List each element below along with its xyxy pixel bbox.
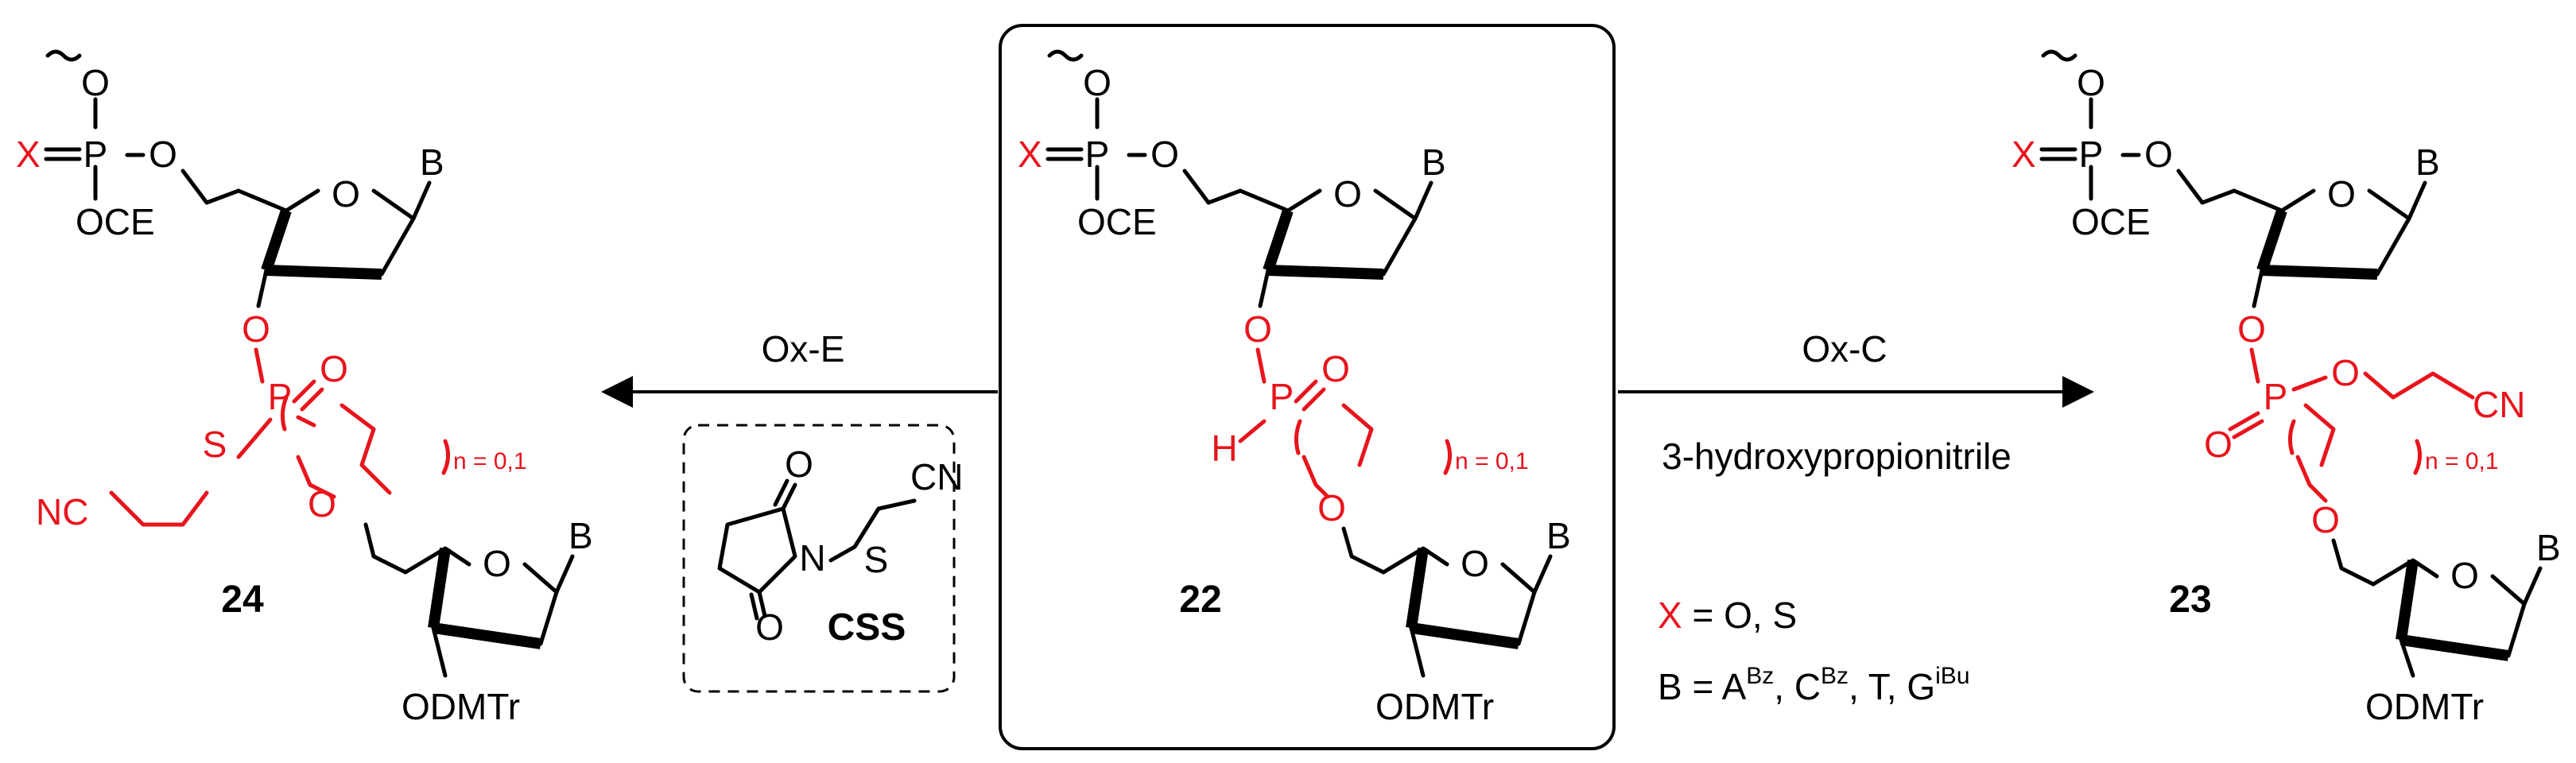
c24-nc: NC	[36, 491, 88, 533]
c23-b: B	[2415, 141, 2440, 183]
c22-o-top: O	[1083, 62, 1111, 103]
legend-b-part-3: , T, G	[1849, 666, 1935, 707]
c22-o-dbl: O	[1321, 348, 1350, 389]
c23-b2: B	[2536, 527, 2561, 568]
c23-x: X	[2012, 134, 2036, 175]
legend-x-line: X = O, S	[1658, 595, 1797, 636]
c23-o-link: O	[2311, 499, 2340, 540]
legend-b-part-2: , C	[1774, 666, 1821, 707]
c24-o3: O	[242, 308, 270, 350]
c23-o-dbl: O	[2204, 424, 2233, 465]
c23-o3: O	[2237, 308, 2266, 350]
c23-oce: OCE	[2071, 201, 2151, 242]
arrow-left-label: Ox-E	[762, 328, 845, 370]
c22-oce: OCE	[1077, 201, 1157, 242]
c22-p: P	[1085, 134, 1110, 175]
legend-x-text: = O, S	[1682, 595, 1797, 636]
c22-o-link: O	[1317, 487, 1346, 529]
c24-o-dbl: O	[320, 348, 348, 389]
c22-b: B	[1422, 141, 1446, 183]
legend-b-part-1: B = A	[1658, 666, 1747, 707]
c24-number: 24	[221, 579, 264, 621]
c24-o-bridge: O	[149, 134, 177, 175]
compound-24	[44, 49, 575, 678]
c22-b2: B	[1546, 515, 1571, 556]
c23-o-ester: O	[2331, 352, 2360, 393]
reagent-css-s: S	[864, 539, 889, 580]
c22-number: 22	[1179, 579, 1221, 621]
arrow-right-label: Ox-C	[1802, 328, 1887, 370]
compound-23	[2039, 49, 2543, 678]
c24-b: B	[420, 141, 444, 183]
reagent-css-structure	[717, 478, 917, 621]
c24-p-mid: P	[268, 376, 293, 417]
c23-p-mid: P	[2264, 376, 2288, 417]
c23-o-top: O	[2077, 62, 2105, 103]
c22-n-label: n = 0,1	[1455, 448, 1529, 474]
c23-cn: CN	[2473, 384, 2525, 425]
c22-h: H	[1211, 428, 1237, 469]
legend-x-symbol: X	[1658, 595, 1682, 636]
c24-s: S	[203, 424, 227, 465]
c24-o-ring: O	[332, 173, 360, 215]
c22-o-ring2: O	[1461, 543, 1489, 584]
reagent-css-name: CSS	[828, 606, 906, 649]
legend-b-sup-1: Bz	[1746, 663, 1774, 689]
c24-p: P	[83, 134, 108, 175]
reagent-css-cn: CN	[910, 456, 963, 498]
reagent-css-o2: O	[755, 606, 784, 648]
c22-p-mid: P	[1270, 376, 1294, 417]
reagent-css-box	[682, 424, 956, 693]
c22-odmtr: ODMTr	[1375, 686, 1494, 727]
c24-n-label: n = 0,1	[453, 448, 527, 474]
c23-odmtr: ODMTr	[2365, 686, 2484, 727]
c24-b2: B	[568, 515, 593, 556]
c24-oce: OCE	[76, 201, 155, 242]
c22-o3: O	[1243, 308, 1272, 350]
c22-x: X	[1018, 134, 1042, 175]
c24-x: X	[16, 134, 41, 175]
c24-o-top: O	[81, 62, 110, 103]
c22-o-ring: O	[1333, 173, 1362, 215]
legend-b-sup-2: Bz	[1821, 663, 1849, 689]
c23-o-ring: O	[2327, 173, 2356, 215]
c24-o-ring2: O	[483, 543, 511, 584]
c23-n-label: n = 0,1	[2425, 448, 2499, 474]
c24-odmtr: ODMTr	[402, 686, 520, 727]
reagent-css-n: N	[799, 537, 825, 579]
c23-number: 23	[2169, 579, 2211, 621]
c23-o-ring2: O	[2450, 555, 2479, 596]
legend-b-sup-3: iBu	[1935, 663, 1969, 689]
c22-o-bridge: O	[1150, 134, 1179, 175]
legend-b-line: B = ABz, CBz, T, GiBu	[1658, 663, 1970, 707]
c24-o-link: O	[308, 483, 336, 525]
c23-o-bridge: O	[2144, 134, 2173, 175]
compound-22-frame	[999, 24, 1616, 750]
compound-22	[1046, 49, 1553, 678]
reagent-css-o1: O	[785, 443, 813, 485]
c23-p: P	[2079, 134, 2104, 175]
arrow-right-sublabel: 3-hydroxypropionitrile	[1662, 436, 2012, 477]
